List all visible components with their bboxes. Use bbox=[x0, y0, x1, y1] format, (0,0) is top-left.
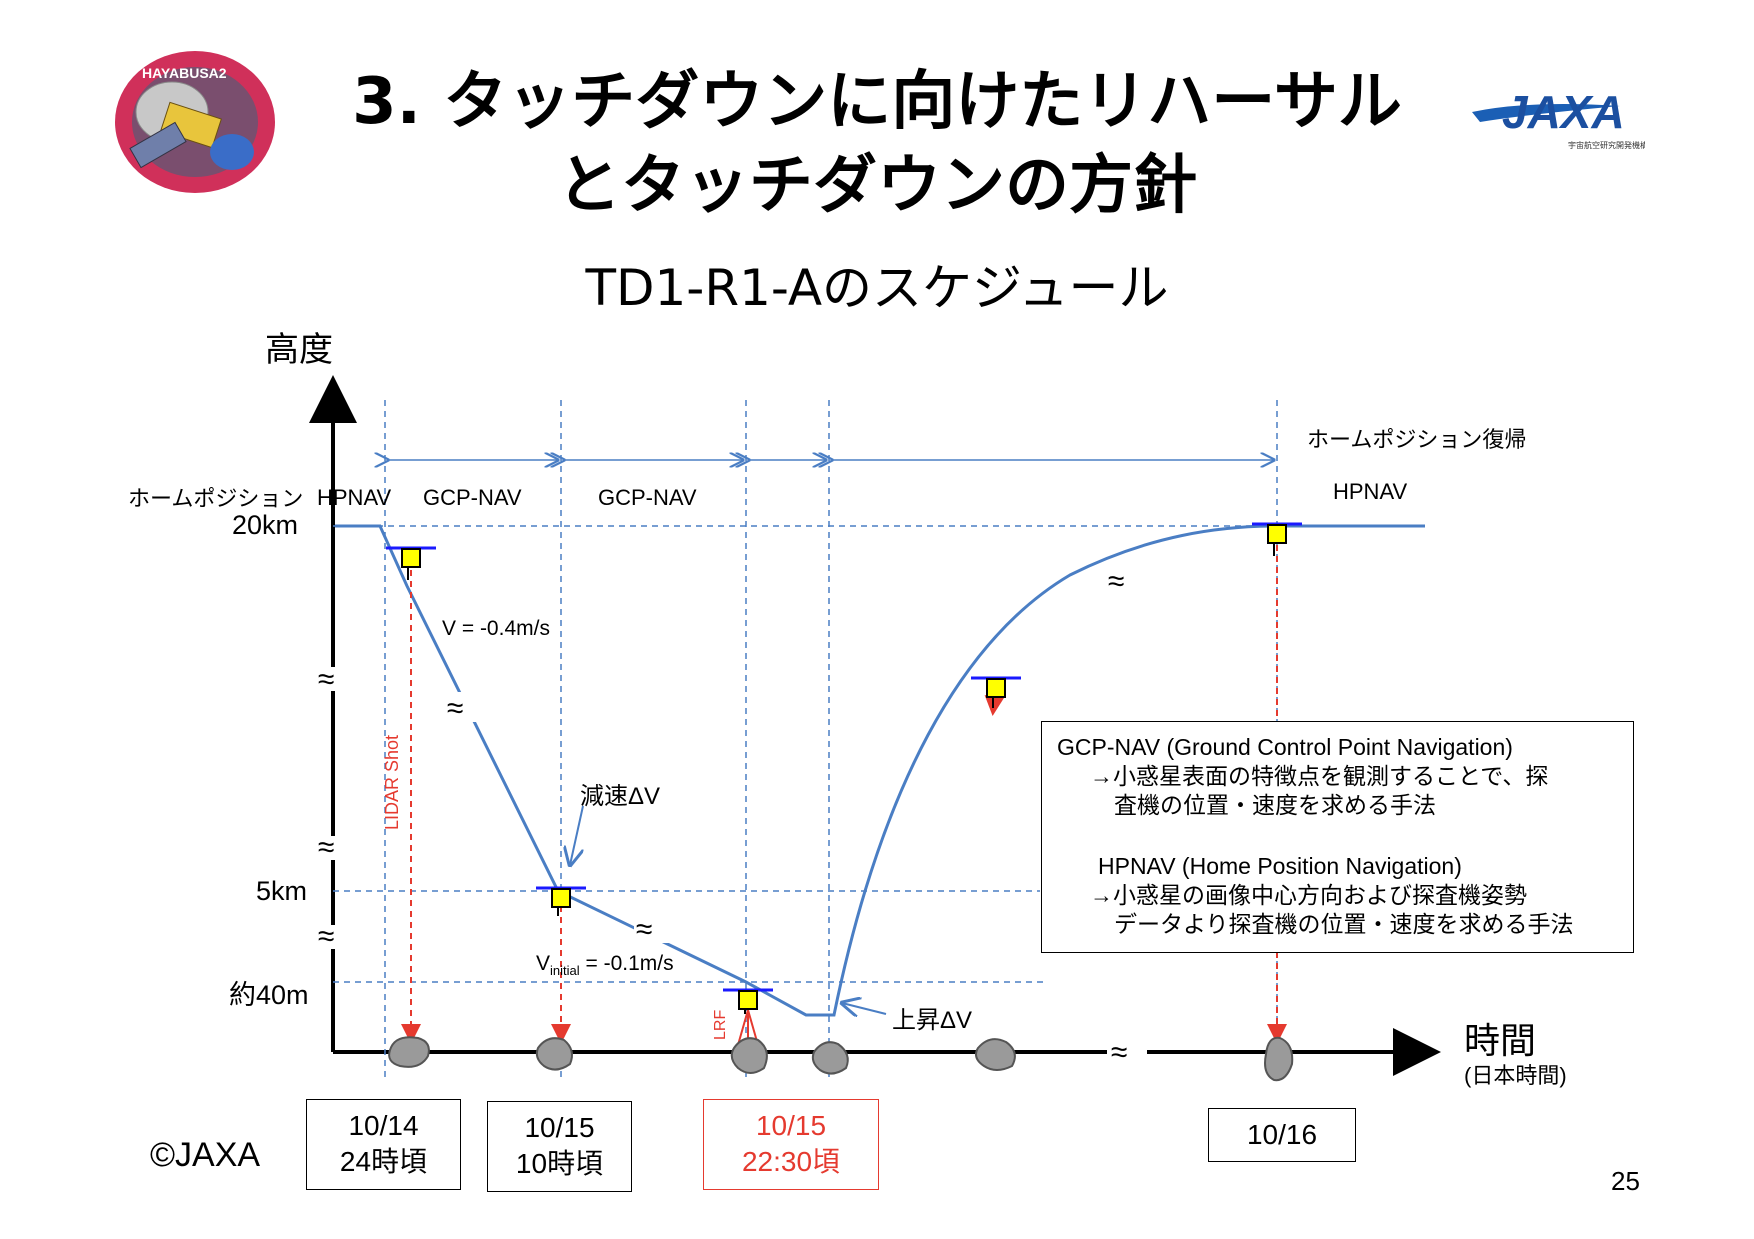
legend-hp-title: HPNAV (Home Position Navigation) bbox=[1098, 853, 1462, 879]
asteroid-2 bbox=[535, 1037, 573, 1071]
trajectory-break-2: ≈ bbox=[636, 913, 652, 946]
spacecraft-4 bbox=[971, 676, 1021, 708]
trajectory-break-3: ≈ bbox=[1108, 565, 1124, 598]
jaxa-logo-text: JAXA bbox=[1502, 86, 1625, 138]
copyright: ©JAXA bbox=[150, 1136, 261, 1174]
lrf-label: LRF bbox=[712, 1010, 729, 1040]
asteroid-4 bbox=[811, 1041, 849, 1075]
altitude-20km: 20km bbox=[232, 510, 299, 540]
date-box-3-line2: 22:30頃 bbox=[741, 1146, 841, 1177]
spacecraft-3 bbox=[723, 988, 773, 1014]
phase-hpnav-right: HPNAV bbox=[1333, 479, 1408, 504]
ascent-pointer bbox=[842, 1003, 887, 1014]
date-box-2-line2: 10時頃 bbox=[515, 1148, 604, 1179]
y-axis-break-2: ≈ bbox=[318, 831, 334, 864]
x-axis-label: 時間 bbox=[1464, 1020, 1537, 1061]
asteroid-1 bbox=[388, 1036, 430, 1068]
y-axis-break-3: ≈ bbox=[318, 920, 334, 953]
v-initial-sub: initial bbox=[550, 963, 580, 979]
altitude-5km: 5km bbox=[256, 876, 308, 906]
date-box-10-14: 10/14 24時頃 bbox=[306, 1099, 461, 1190]
v-initial-label: Vinitial = -0.1m/s bbox=[536, 952, 674, 978]
y-axis-break-1: ≈ bbox=[318, 663, 334, 696]
jaxa-logo: JAXA 宇宙航空研究開発機構 bbox=[1470, 70, 1648, 165]
slide-subtitle: TD1-R1-Aのスケジュール bbox=[585, 259, 1169, 317]
date-box-10-16: 10/16 bbox=[1208, 1108, 1356, 1162]
home-return-label: ホームポジション復帰 bbox=[1307, 427, 1527, 452]
x-axis-break: ≈ bbox=[1111, 1036, 1127, 1069]
legend-gcp-desc2: 査機の位置・速度を求める手法 bbox=[1114, 792, 1436, 818]
asteroid-icons bbox=[388, 1036, 1294, 1082]
asteroid-6 bbox=[1264, 1036, 1294, 1082]
date-box-10-15-b: 10/15 22:30頃 bbox=[703, 1099, 879, 1190]
decel-pointer bbox=[570, 805, 584, 865]
v-initial-main: V bbox=[536, 952, 551, 975]
spacecraft-5 bbox=[1252, 522, 1302, 556]
legend-hp-desc1: →小惑星の画像中心方向および探査機姿勢 bbox=[1090, 882, 1527, 908]
y-axis-label: 高度 bbox=[265, 331, 333, 369]
slide-title-line2: とタッチダウンの方針 bbox=[557, 149, 1197, 223]
legend-hp-desc2: データより探査機の位置・速度を求める手法 bbox=[1114, 911, 1574, 937]
altitude-40m: 約40m bbox=[229, 980, 309, 1010]
date-box-2-line1: 10/15 bbox=[524, 1112, 595, 1143]
jaxa-logo-subtext: 宇宙航空研究開発機構 bbox=[1568, 140, 1645, 150]
lidar-shot-label: LIDAR Shot bbox=[382, 735, 402, 830]
asteroid-5 bbox=[975, 1038, 1016, 1071]
date-box-4-line1: 10/16 bbox=[1246, 1119, 1318, 1150]
date-box-3-line1: 10/15 bbox=[755, 1110, 827, 1141]
patch-text: HAYABUSA2 bbox=[142, 65, 227, 81]
legend-gcp-title: GCP-NAV (Ground Control Point Navigation… bbox=[1057, 734, 1513, 760]
phase-gcp-nav-1: GCP-NAV bbox=[423, 485, 522, 510]
legend-box: GCP-NAV (Ground Control Point Navigation… bbox=[1041, 721, 1634, 953]
trajectory-break-1: ≈ bbox=[447, 692, 463, 725]
altitude-guides bbox=[333, 525, 1277, 983]
velocity-descent-label: V = -0.4m/s bbox=[442, 617, 550, 640]
home-position-label: ホームポジション bbox=[128, 486, 304, 511]
spacecraft-1 bbox=[386, 546, 436, 580]
page-number: 25 bbox=[1611, 1166, 1640, 1196]
spacecraft-icons bbox=[386, 522, 1302, 1014]
date-box-1-line1: 10/14 bbox=[348, 1110, 419, 1141]
phase-hpnav-left: HPNAV bbox=[317, 485, 392, 510]
slide-title-line1: 3. タッチダウンに向けたリハーサル bbox=[352, 65, 1402, 139]
phase-gcp-nav-2: GCP-NAV bbox=[598, 485, 697, 510]
x-axis-sublabel: (日本時間) bbox=[1464, 1063, 1567, 1088]
asteroid-3 bbox=[730, 1037, 768, 1074]
decel-label: 減速ΔV bbox=[580, 783, 661, 810]
v-initial-value: = -0.1m/s bbox=[579, 952, 674, 975]
spacecraft-2 bbox=[536, 886, 586, 916]
ascent-label: 上昇ΔV bbox=[892, 1007, 973, 1034]
hayabusa2-patch-logo: HAYABUSA2 bbox=[112, 48, 278, 196]
legend-gcp-desc1: →小惑星表面の特徴点を観測することで、探 bbox=[1090, 763, 1549, 789]
date-box-10-15-a: 10/15 10時頃 bbox=[487, 1101, 632, 1192]
trajectory-line bbox=[335, 524, 1425, 1017]
date-box-1-line2: 24時頃 bbox=[339, 1146, 428, 1177]
